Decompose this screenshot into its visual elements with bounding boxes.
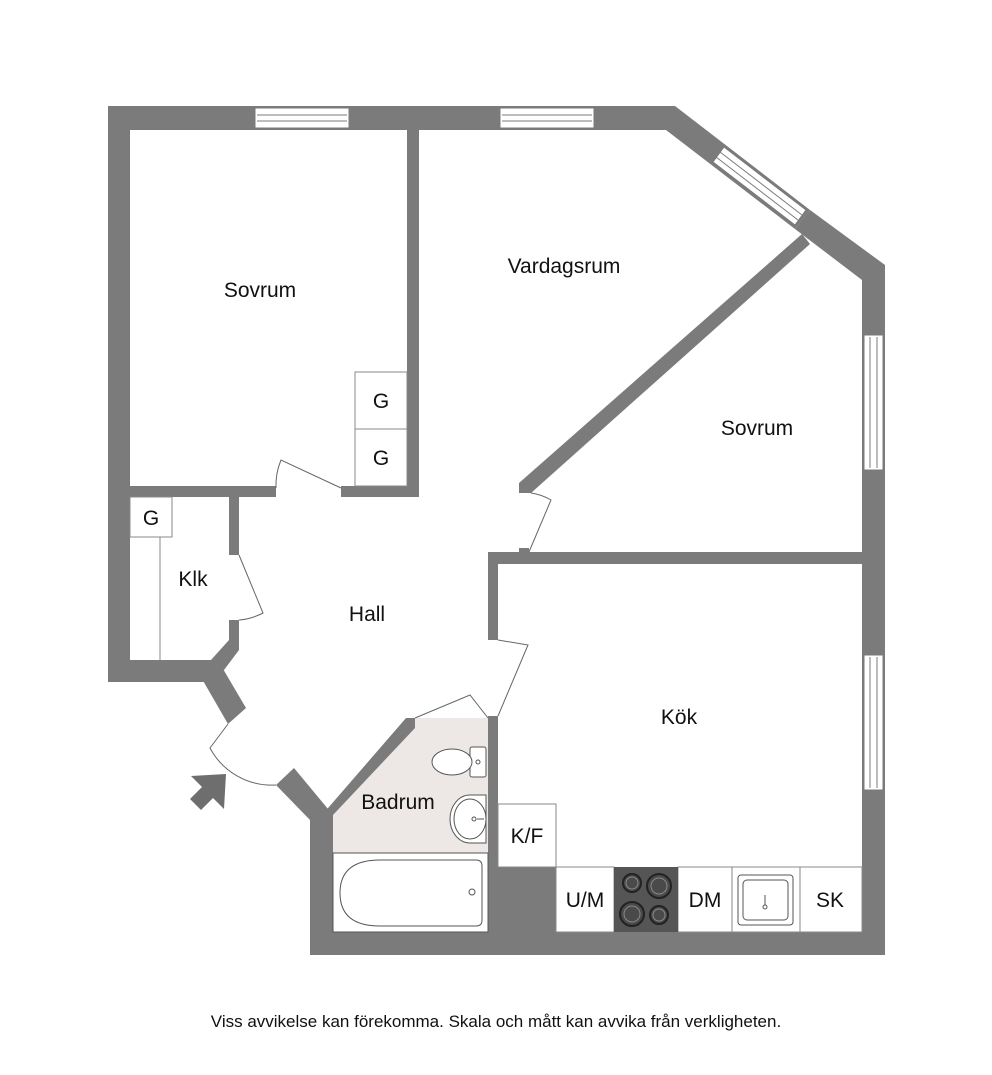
door-klk bbox=[238, 554, 264, 621]
room-label-badrum: Badrum bbox=[361, 791, 435, 814]
washbasin-icon bbox=[449, 794, 487, 844]
room-label-sovrum: Sovrum bbox=[224, 279, 296, 302]
door-entrance bbox=[209, 723, 277, 786]
windows bbox=[254, 107, 884, 791]
bathtub-icon bbox=[332, 852, 489, 933]
garderob-box-2 bbox=[354, 428, 408, 487]
sink-icon bbox=[737, 874, 794, 926]
kyl-frys-box bbox=[497, 803, 557, 868]
room-label-vardagsrum: Vardagsrum bbox=[508, 255, 621, 278]
door-sovrum-2 bbox=[528, 492, 552, 553]
room-label-sovrum-2: Sovrum bbox=[721, 417, 793, 440]
kitchen-fixtures bbox=[497, 803, 863, 933]
entrance-arrow-icon bbox=[190, 774, 226, 810]
sink-box bbox=[731, 866, 801, 933]
window bbox=[863, 334, 884, 471]
door-badrum bbox=[414, 694, 489, 719]
garderob-box-3 bbox=[129, 496, 173, 538]
toilet-icon bbox=[431, 746, 487, 778]
room-label-klk: Klk bbox=[178, 568, 208, 591]
fixture-label-kyl-frys: K/F bbox=[511, 825, 544, 848]
window bbox=[254, 107, 350, 129]
fixture-label-skap: SK bbox=[816, 889, 844, 912]
ugn-micro-box bbox=[555, 866, 615, 933]
window bbox=[499, 107, 595, 129]
doors bbox=[209, 459, 552, 786]
window bbox=[863, 654, 884, 791]
fixture-label-diskmaskin: DM bbox=[689, 889, 722, 912]
fixture-label-garderob: G bbox=[373, 447, 389, 470]
diskmaskin-box bbox=[677, 866, 733, 933]
disclaimer: Viss avvikelse kan förekomma. Skala och … bbox=[210, 1012, 782, 1031]
fixture-label-garderob: G bbox=[143, 507, 159, 530]
door-sovrum bbox=[275, 459, 342, 489]
fixture-label-ugn-micro: U/M bbox=[566, 889, 605, 912]
walls bbox=[108, 106, 885, 955]
skap-box bbox=[799, 866, 863, 933]
closets bbox=[129, 371, 408, 660]
room-label-kok: Kök bbox=[661, 706, 698, 729]
room-label-hall: Hall bbox=[349, 603, 385, 626]
window bbox=[712, 146, 807, 226]
fixture-label-garderob: G bbox=[373, 390, 389, 413]
stove-icon bbox=[614, 867, 678, 932]
door-kok bbox=[497, 639, 529, 717]
